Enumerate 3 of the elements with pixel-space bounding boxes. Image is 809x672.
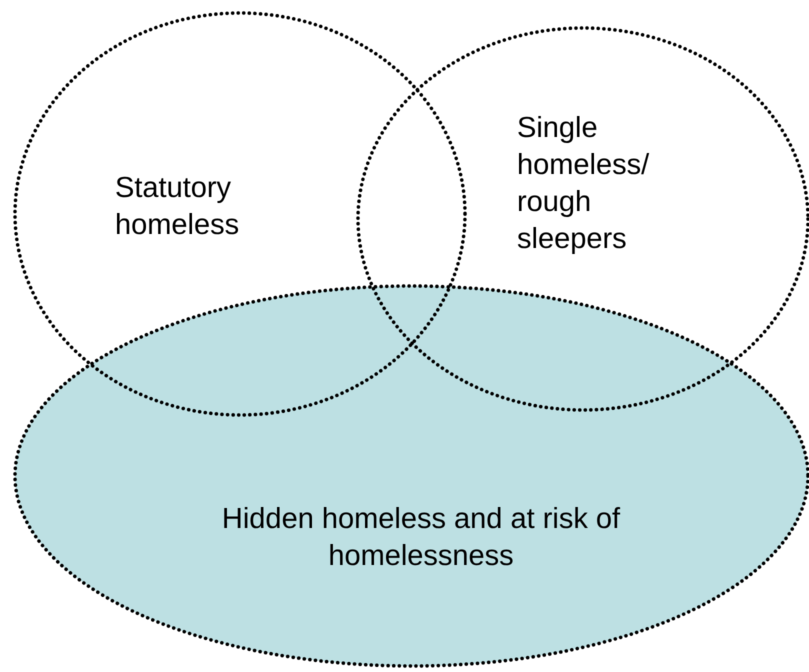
set-label: Hidden homeless and at risk of homelessness bbox=[220, 502, 622, 574]
set-label: Single homeless/ rough sleepers bbox=[517, 111, 650, 257]
set-label: Statutory homeless bbox=[115, 171, 240, 243]
